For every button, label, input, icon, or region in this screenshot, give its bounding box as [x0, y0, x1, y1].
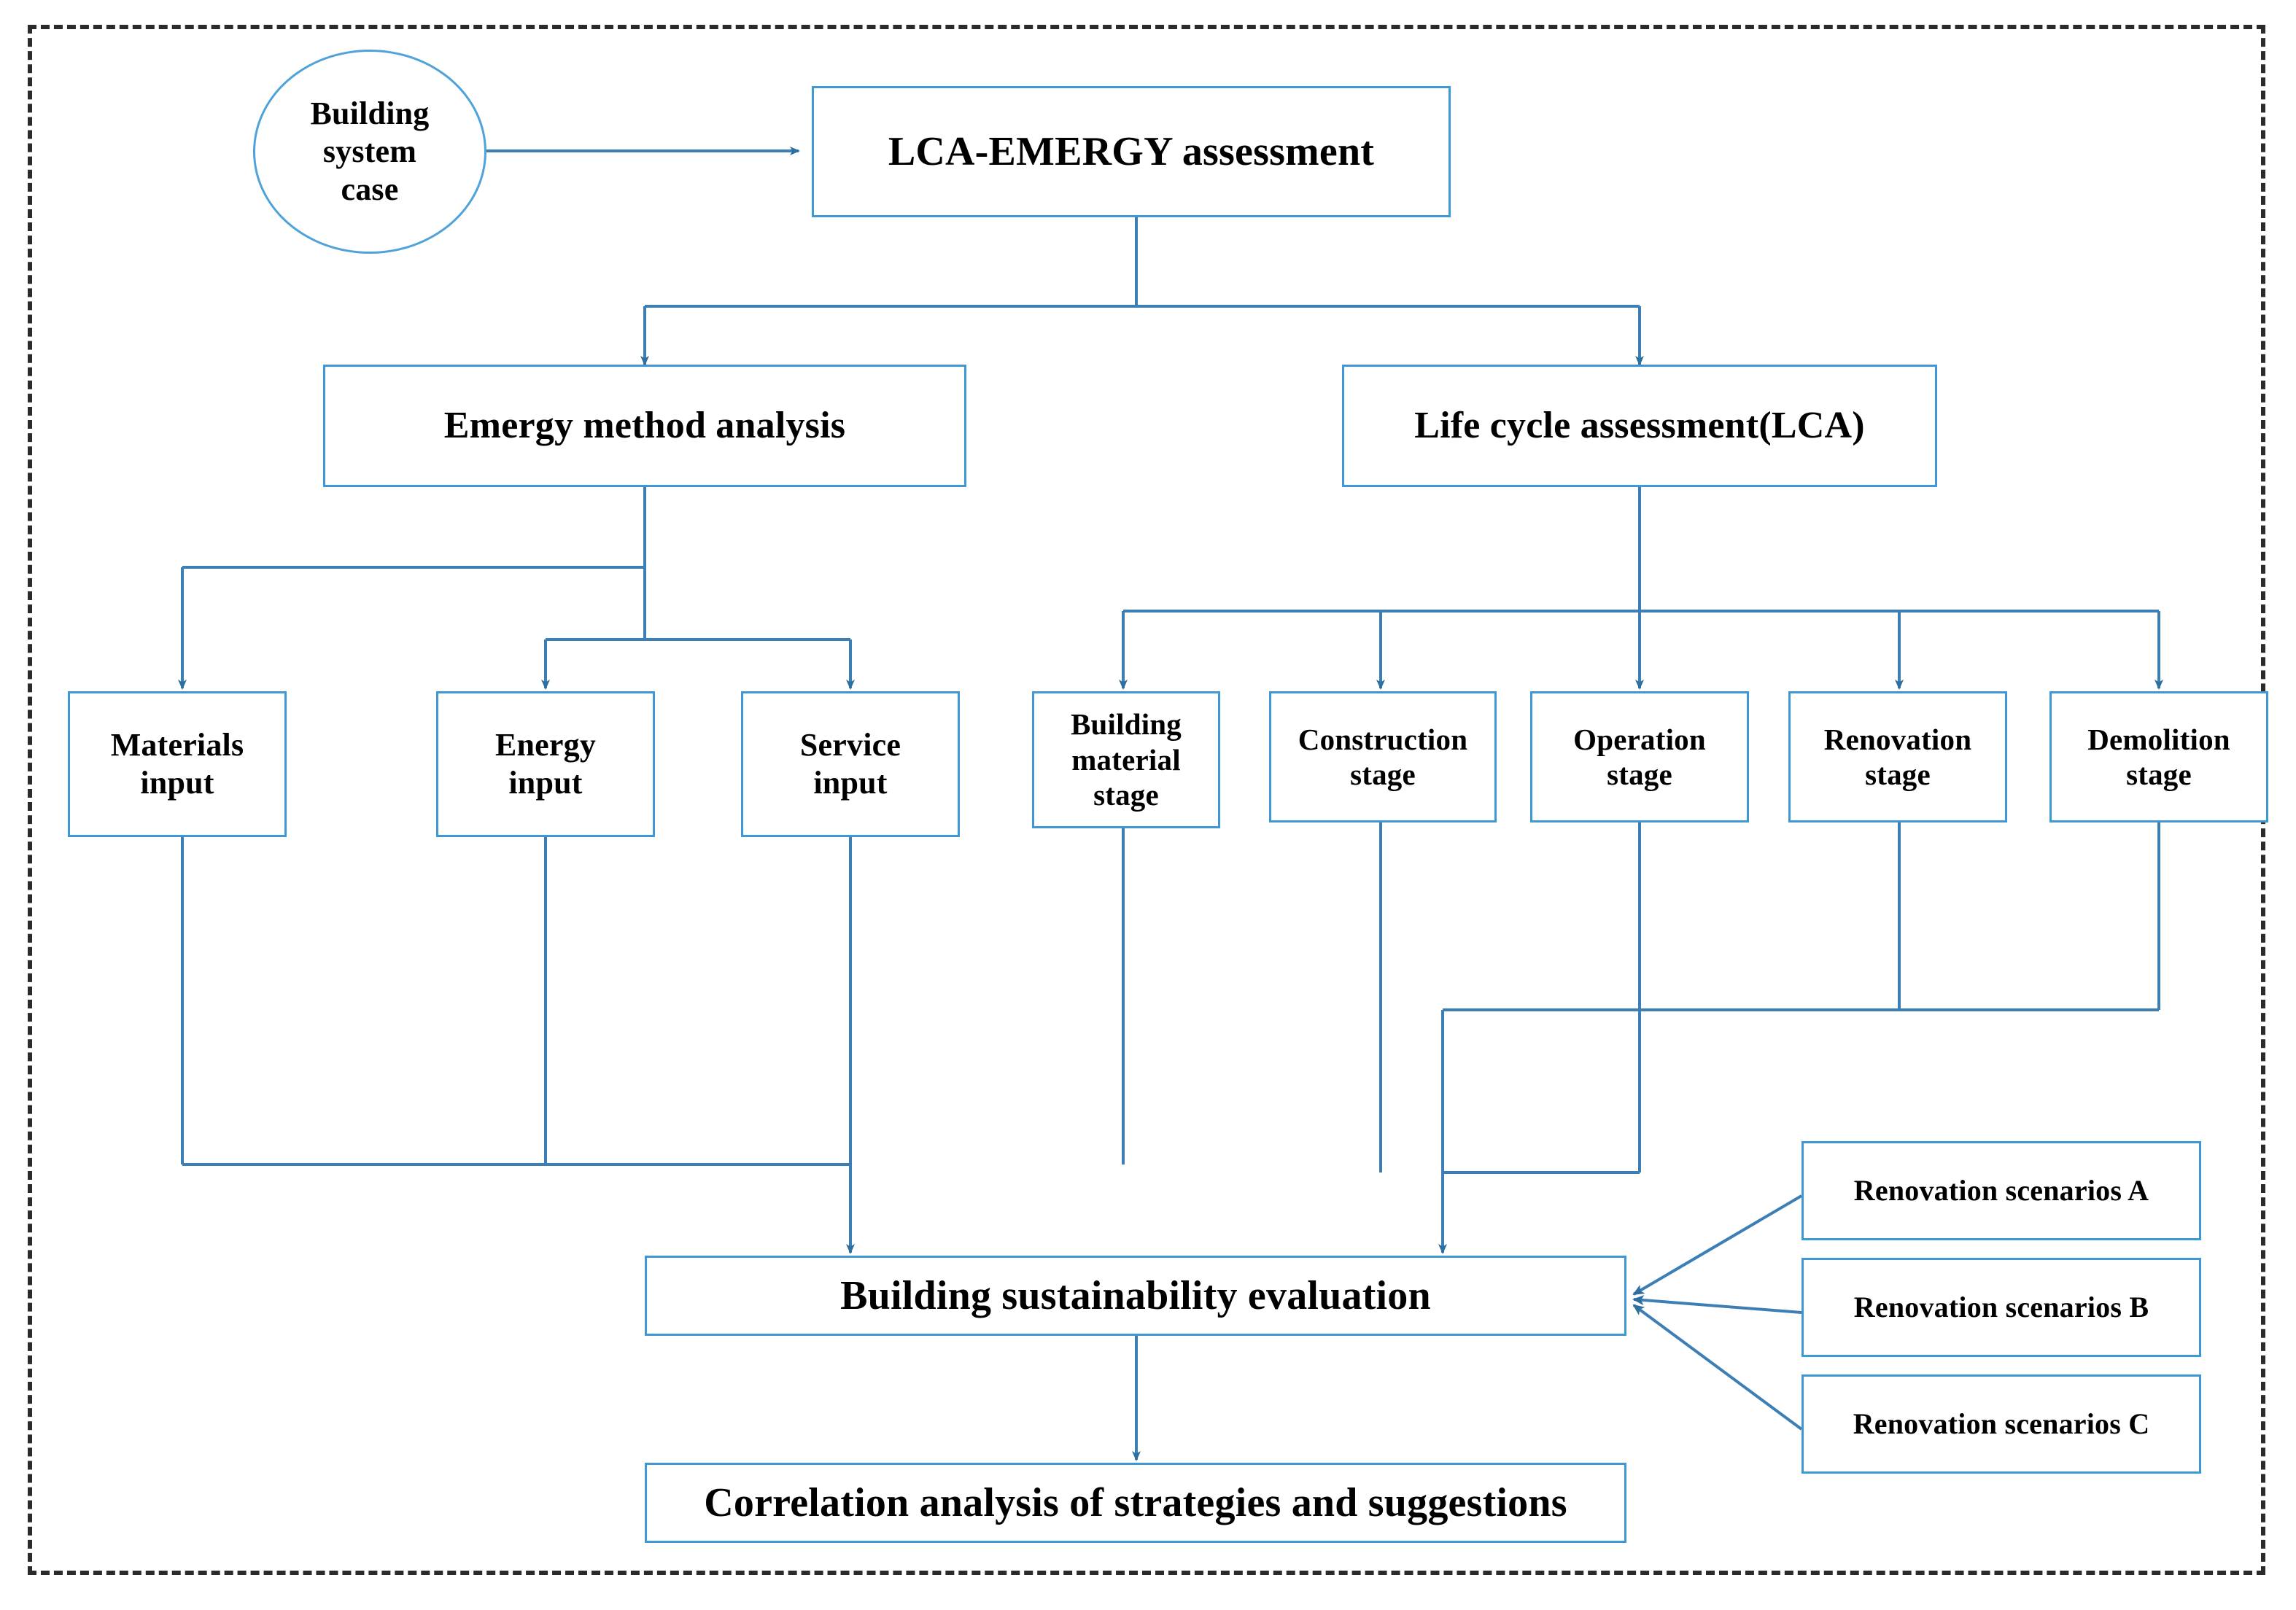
node-correlation-analysis[interactable]: Correlation analysis of strategies and s…	[645, 1463, 1626, 1543]
node-building-sustainability-evaluation[interactable]: Building sustainability evaluation	[645, 1256, 1626, 1336]
node-energy-input[interactable]: Energy input	[436, 691, 655, 837]
node-renovation-stage[interactable]: Renovation stage	[1788, 691, 2007, 822]
node-renovation-scenarios-b[interactable]: Renovation scenarios B	[1801, 1258, 2201, 1357]
node-construction-stage[interactable]: Construction stage	[1269, 691, 1497, 822]
node-building-material-stage[interactable]: Building material stage	[1032, 691, 1220, 828]
node-operation-stage[interactable]: Operation stage	[1530, 691, 1749, 822]
node-materials-input[interactable]: Materials input	[68, 691, 287, 837]
edge-scenario-a-to-evaluation	[1632, 1194, 1803, 1296]
node-building-system-case[interactable]: Building system case	[253, 50, 486, 254]
node-life-cycle-assessment[interactable]: Life cycle assessment(LCA)	[1342, 365, 1937, 487]
node-renovation-scenarios-c[interactable]: Renovation scenarios C	[1801, 1374, 2201, 1474]
node-service-input[interactable]: Service input	[741, 691, 960, 837]
node-lca-emergy-assessment[interactable]: LCA-EMERGY assessment	[812, 86, 1451, 217]
node-emergy-method-analysis[interactable]: Emergy method analysis	[323, 365, 966, 487]
node-demolition-stage[interactable]: Demolition stage	[2049, 691, 2268, 822]
edge-scenario-b-to-evaluation	[1632, 1295, 1802, 1314]
edge-scenario-c-to-evaluation	[1632, 1304, 1803, 1431]
node-renovation-scenarios-a[interactable]: Renovation scenarios A	[1801, 1141, 2201, 1240]
